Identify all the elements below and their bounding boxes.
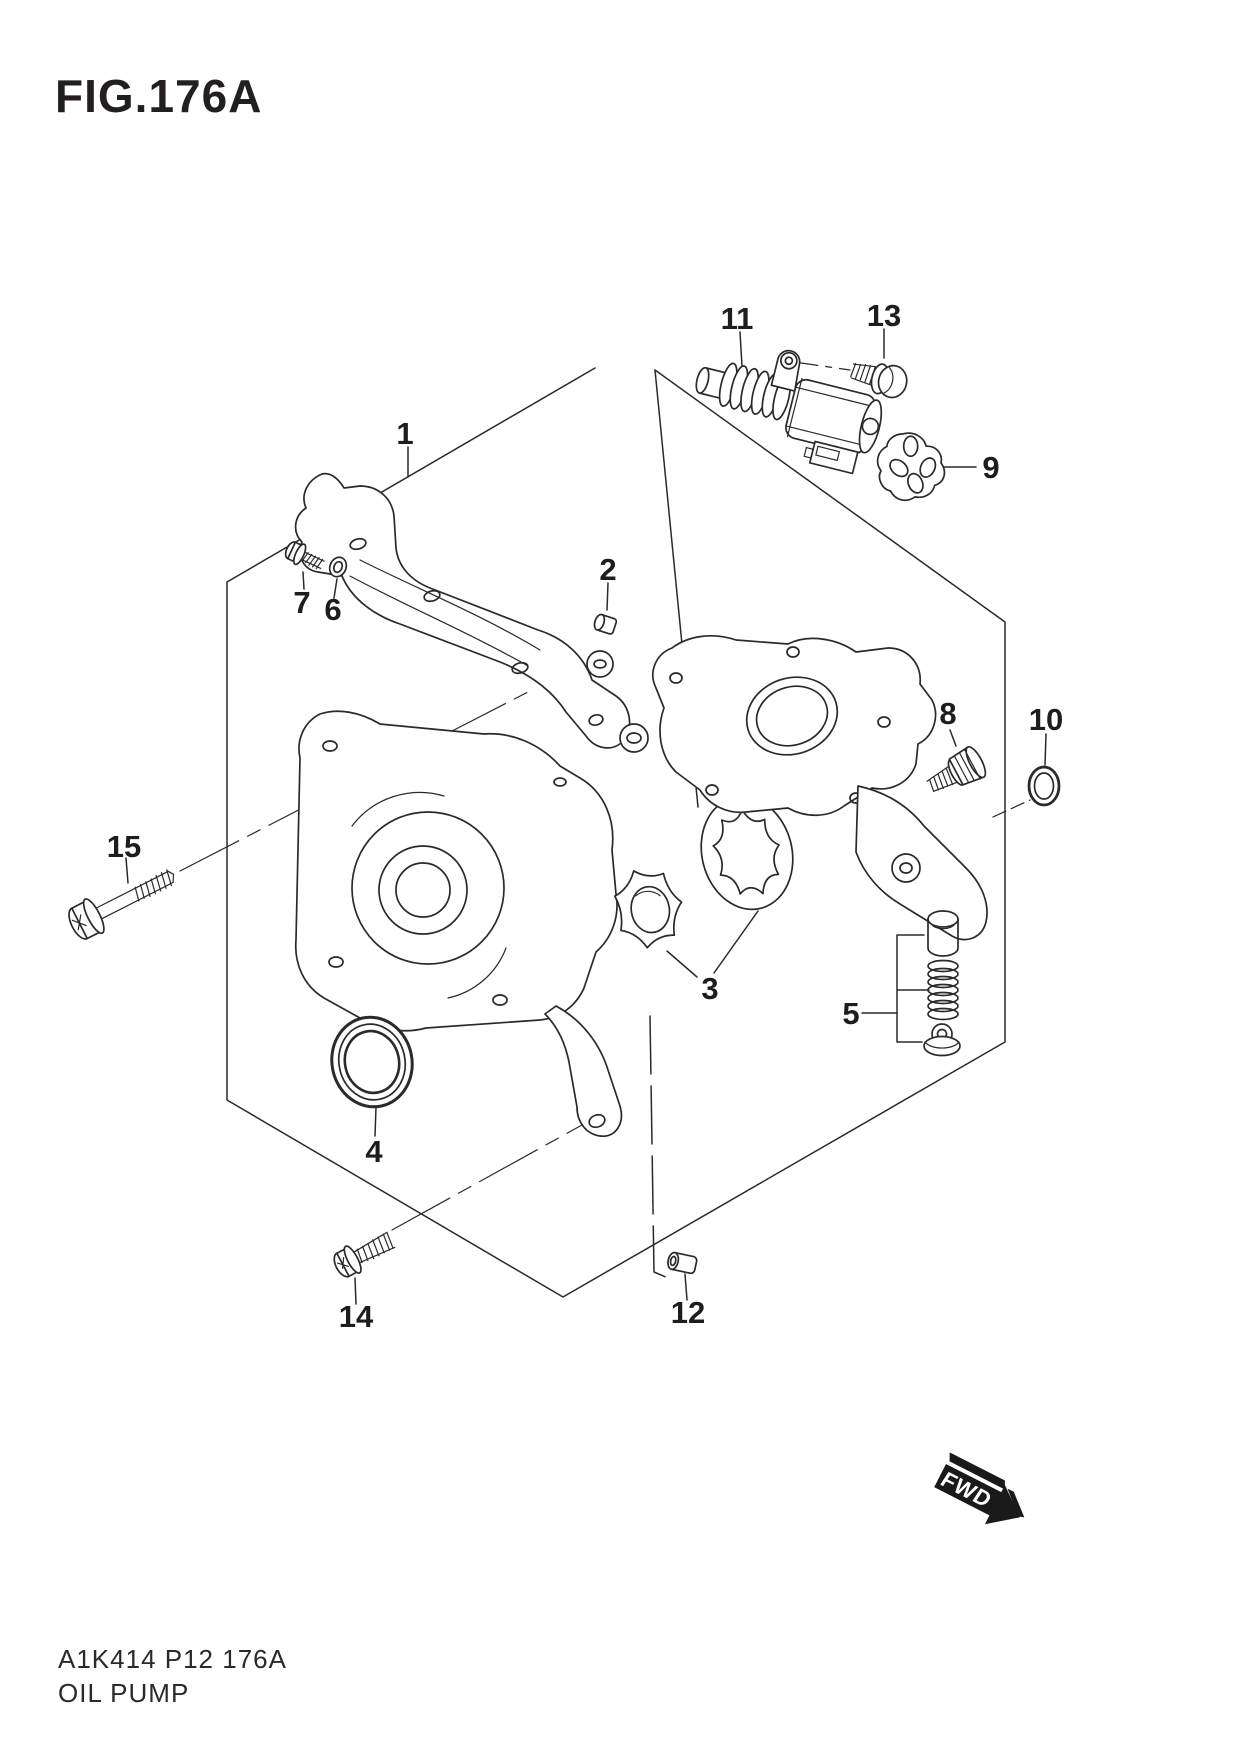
part-bolt-8-drawing xyxy=(926,745,987,792)
callout-1: 1 xyxy=(396,416,413,451)
part-pin-2-drawing xyxy=(593,613,618,635)
callout-8: 8 xyxy=(939,696,956,731)
footer-part-name: OIL PUMP xyxy=(58,1678,189,1708)
callout-14: 14 xyxy=(339,1299,374,1334)
part-inner-rotor-drawing xyxy=(613,870,683,949)
part-bolt-13-drawing xyxy=(850,362,908,399)
part-gasket-drawing xyxy=(876,432,946,502)
part-relief-valve-drawing xyxy=(896,910,961,1057)
part-bolt-14-drawing xyxy=(333,1231,396,1278)
part-pump-body-drawing xyxy=(652,635,988,941)
callout-12: 12 xyxy=(671,1295,705,1330)
assembly-axis-lines xyxy=(179,361,1031,1231)
callout-4: 4 xyxy=(365,1134,383,1169)
callout-5: 5 xyxy=(842,996,859,1031)
footer-part-code: A1K414 P12 176A xyxy=(58,1644,287,1674)
figure-title: FIG.176A xyxy=(55,70,262,122)
callout-numbers: 1 2 3 4 5 6 7 8 9 10 11 12 13 14 15 xyxy=(107,298,1063,1334)
callout-9: 9 xyxy=(982,450,999,485)
part-oil-seal-drawing xyxy=(330,1015,414,1109)
part-bolt-7-drawing xyxy=(284,541,325,570)
callout-10: 10 xyxy=(1029,702,1063,737)
part-washer-6-drawing xyxy=(328,556,348,578)
callout-3: 3 xyxy=(701,971,718,1006)
callout-6: 6 xyxy=(324,592,341,627)
callout-11: 11 xyxy=(721,301,754,336)
callout-2: 2 xyxy=(599,552,616,587)
part-pin-12-drawing xyxy=(667,1251,698,1275)
part-solenoid-valve-drawing xyxy=(695,349,883,475)
part-housing-drawing xyxy=(294,472,649,1137)
part-bolt-15-drawing xyxy=(68,869,175,940)
callout-15: 15 xyxy=(107,829,141,864)
part-outer-rotor-drawing xyxy=(700,795,794,911)
callout-13: 13 xyxy=(867,298,901,333)
callout-7: 7 xyxy=(293,585,310,620)
part-oring-drawing xyxy=(1027,765,1061,807)
callout-leader-lines xyxy=(125,328,1047,1305)
fwd-arrow-icon: FWD xyxy=(934,1452,1025,1525)
